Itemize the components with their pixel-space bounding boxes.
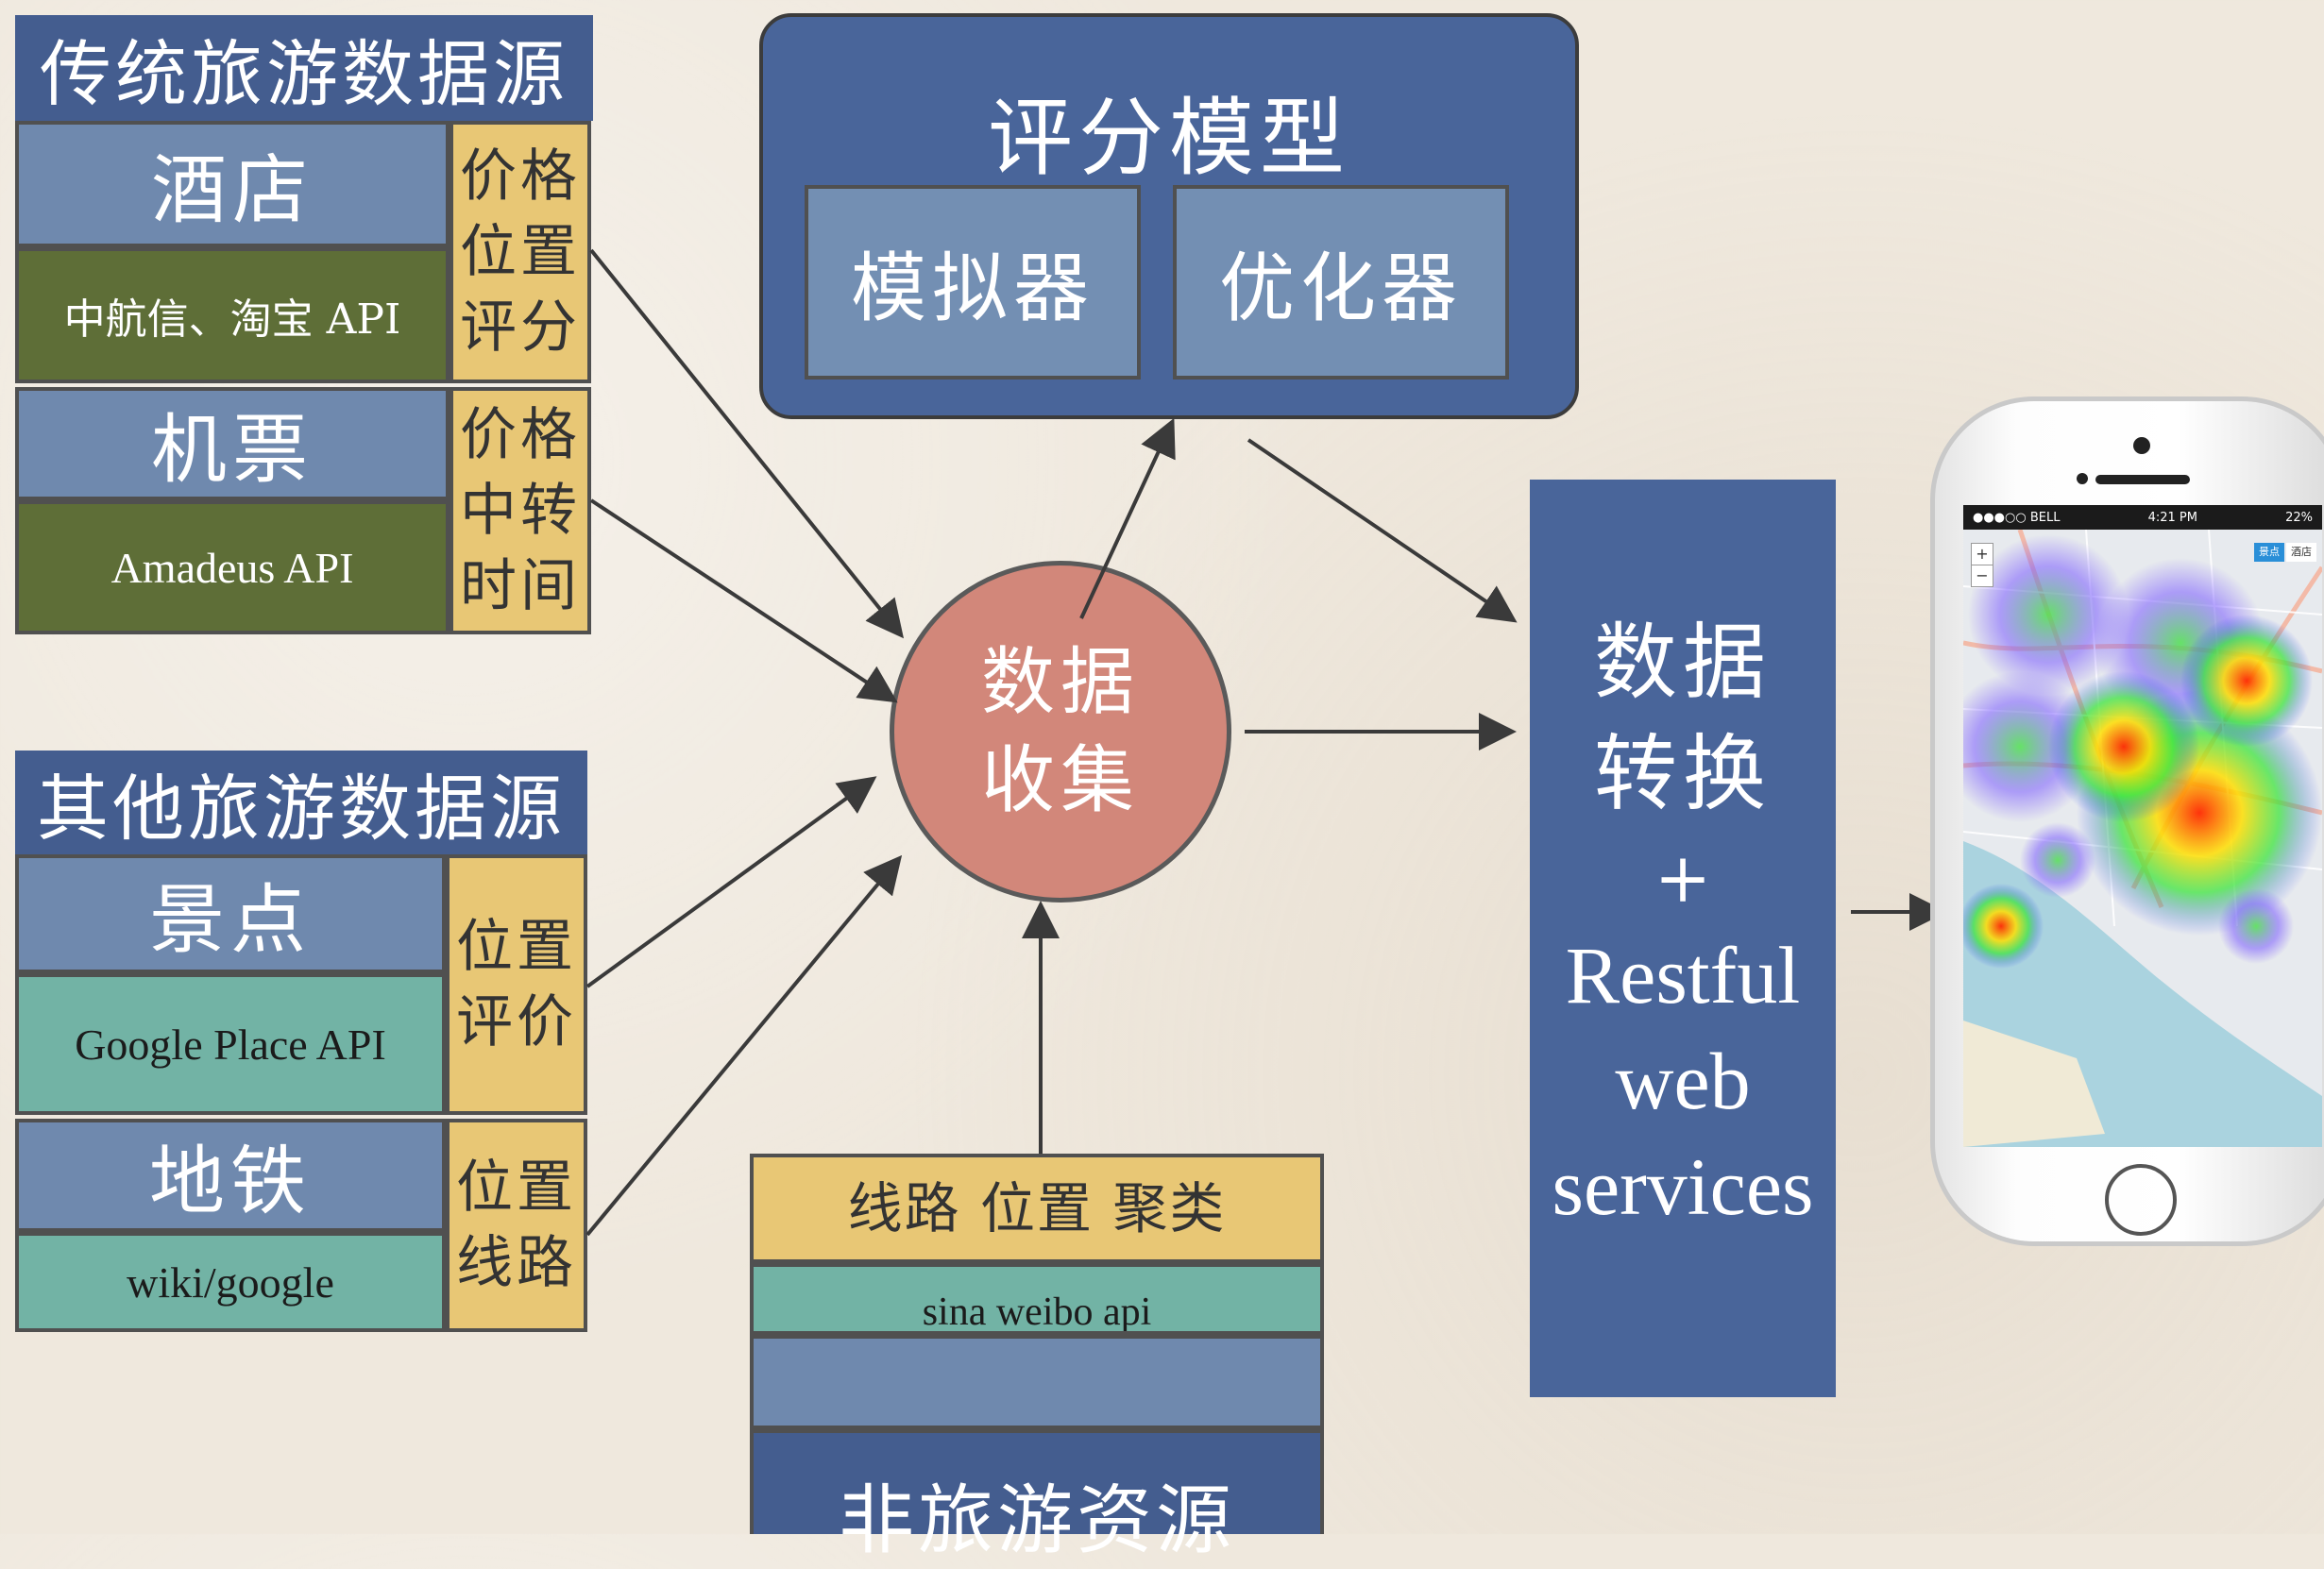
flight-attr-price: 价格	[460, 402, 581, 468]
data-collection-line2: 收集	[980, 738, 1140, 823]
scenic-attributes: 位置 评价	[446, 854, 587, 1115]
map-tab-scenic[interactable]: 景点	[2254, 543, 2284, 562]
scenic-source: 景点	[15, 854, 446, 973]
subway-attr-location: 位置	[456, 1155, 577, 1221]
non-travel-blank-bar	[750, 1335, 1324, 1429]
conversion-restful: Restful	[1565, 930, 1801, 1021]
data-collection-node: 数据 收集	[890, 561, 1231, 903]
conversion-plus: +	[1654, 838, 1712, 918]
scenic-api: Google Place API	[15, 973, 446, 1115]
flight-api: Amadeus API	[15, 500, 450, 634]
hotel-attr-price: 价格	[460, 143, 581, 210]
conversion-web: web	[1615, 1036, 1751, 1126]
scenic-attr-location: 位置	[456, 914, 577, 980]
optimizer-box: 优化器	[1173, 185, 1509, 380]
subway-api: wiki/google	[15, 1232, 446, 1332]
phone-status-bar: ●●●○○ BELL 4:21 PM 22%	[1963, 505, 2322, 530]
conversion-line1: 数据	[1593, 614, 1772, 711]
other-sources-title: 其他旅游数据源	[15, 751, 587, 854]
simulator-box: 模拟器	[805, 185, 1141, 380]
status-carrier: ●●●○○ BELL	[1973, 510, 2061, 525]
phone-speaker	[2095, 475, 2190, 484]
phone-home-button[interactable]	[2105, 1164, 2177, 1236]
subway-attr-route: 线路	[456, 1230, 577, 1296]
arrow-collection-to-scoring	[1079, 417, 1176, 619]
arrow-scoring-to-conversion	[1247, 438, 1518, 623]
hotel-attr-rating: 评分	[460, 295, 581, 361]
arrow-flight-to-collection	[589, 498, 898, 703]
hotel-attr-location: 位置	[460, 219, 581, 285]
non-travel-attributes: 线路 位置 聚类	[750, 1154, 1324, 1263]
arrow-hotel-to-collection	[589, 248, 905, 639]
non-travel-api: sina weibo api	[750, 1263, 1324, 1335]
hotel-source: 酒店	[15, 121, 450, 247]
traditional-sources-title: 传统旅游数据源	[15, 15, 593, 121]
arrow-scenic-to-collection	[585, 776, 877, 988]
status-time: 4:21 PM	[2147, 510, 2197, 525]
heat-map	[1963, 530, 2322, 1147]
phone-camera-dot	[2133, 437, 2150, 454]
phone-screen: ●●●○○ BELL 4:21 PM 22%	[1963, 505, 2322, 1147]
subway-attributes: 位置 线路	[446, 1119, 587, 1332]
hotel-api: 中航信、淘宝 API	[15, 247, 450, 383]
smartphone-mockup: ●●●○○ BELL 4:21 PM 22%	[1930, 396, 2324, 1246]
scenic-attr-review: 评价	[456, 989, 577, 1055]
flow-arrows	[585, 248, 1947, 1237]
flight-attr-time: 时间	[460, 553, 581, 619]
flight-attr-transfer: 中转	[460, 478, 581, 544]
conversion-services: services	[1552, 1141, 1814, 1232]
flight-source: 机票	[15, 387, 450, 500]
conversion-line2: 转换	[1593, 725, 1772, 822]
zoom-in-button[interactable]: +	[1971, 543, 1993, 565]
zoom-out-button[interactable]: −	[1971, 565, 1993, 587]
subway-source: 地铁	[15, 1119, 446, 1232]
arrow-subway-to-collection	[585, 854, 903, 1237]
flight-attributes: 价格 中转 时间	[450, 387, 591, 634]
hotel-attributes: 价格 位置 评分	[450, 121, 591, 383]
status-battery: 22%	[2285, 510, 2313, 525]
phone-front-dot	[2077, 473, 2088, 484]
data-conversion-box: 数据 转换 + Restful web services	[1530, 480, 1836, 1397]
scoring-model-title: 评分模型	[988, 89, 1350, 188]
data-collection-line1: 数据	[980, 640, 1140, 725]
map-tab-hotel[interactable]: 酒店	[2286, 543, 2316, 562]
